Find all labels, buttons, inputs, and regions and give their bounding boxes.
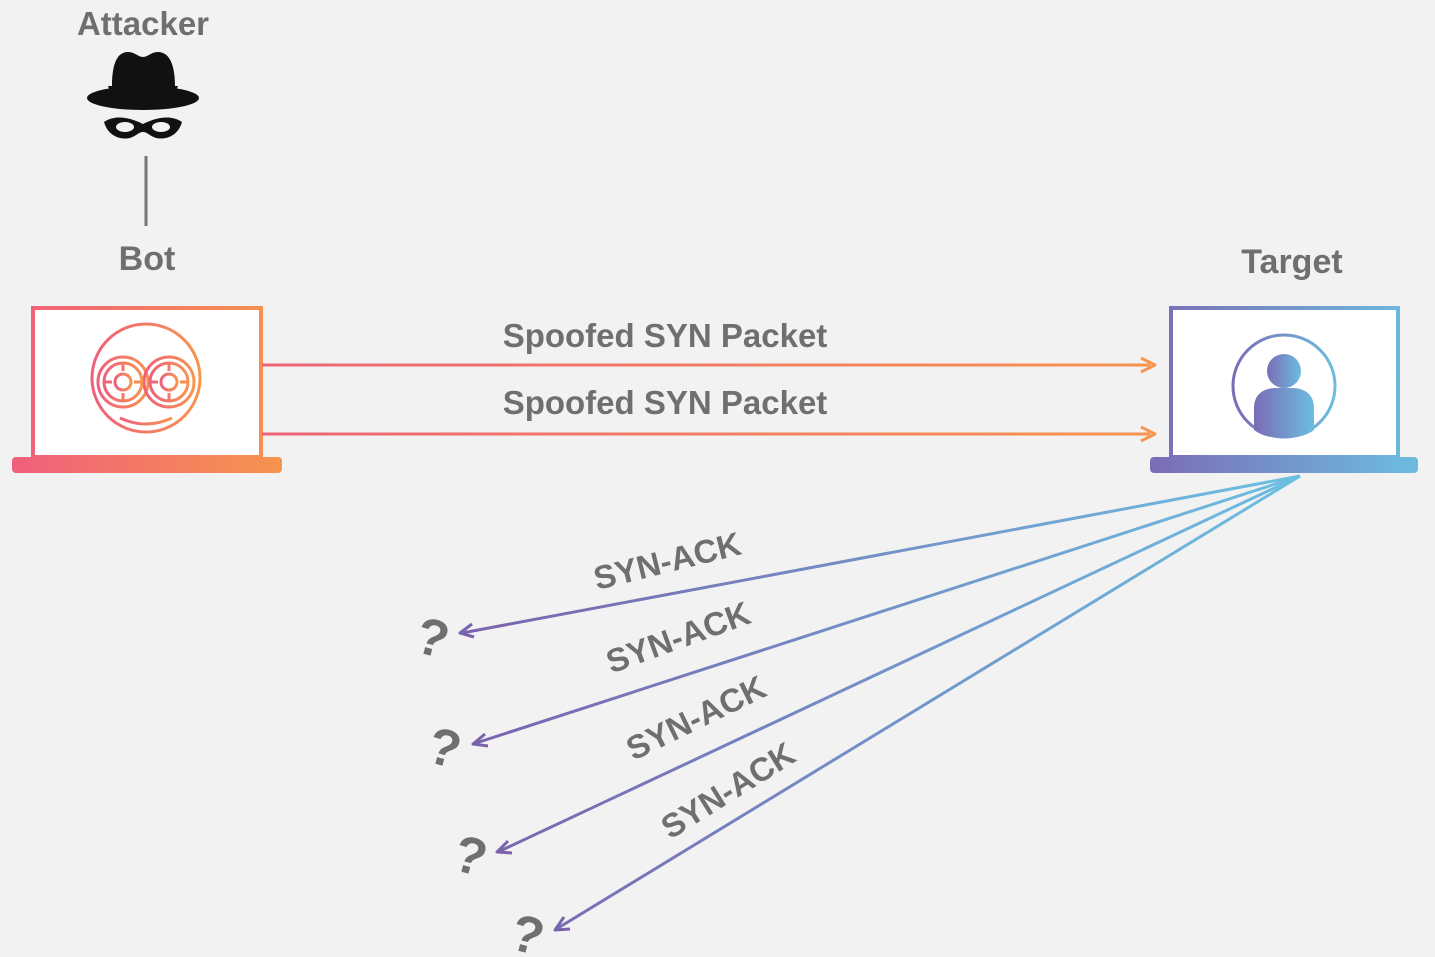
- user-icon: [1231, 333, 1337, 439]
- synack-label-3: SYN-ACK: [620, 668, 771, 767]
- unknown-destination-3: ?: [448, 824, 494, 888]
- spy-hat-mask-icon: [87, 52, 199, 139]
- target-label: Target: [1241, 243, 1342, 281]
- unknown-destination-1: ?: [410, 606, 456, 670]
- unknown-destination-4: ?: [505, 903, 551, 957]
- syn-label-1: Spoofed SYN Packet: [503, 317, 828, 354]
- syn-label-2: Spoofed SYN Packet: [503, 384, 828, 421]
- synack-label-4: SYN-ACK: [654, 735, 801, 846]
- syn-arrow-2: [262, 425, 1157, 443]
- synack-arrow-2: [471, 474, 1301, 748]
- robot-face-icon: [90, 322, 202, 434]
- syn-arrow-1: [262, 356, 1157, 374]
- unknown-destination-2: ?: [422, 716, 468, 780]
- synack-arrow-3: [495, 474, 1301, 855]
- synack-arrow-4: [553, 474, 1301, 932]
- synack-label-2: SYN-ACK: [601, 594, 755, 680]
- attacker-label: Attacker: [77, 5, 209, 42]
- synack-arrow-1: [458, 474, 1301, 639]
- synack-label-1: SYN-ACK: [590, 525, 745, 597]
- bot-label: Bot: [119, 240, 176, 278]
